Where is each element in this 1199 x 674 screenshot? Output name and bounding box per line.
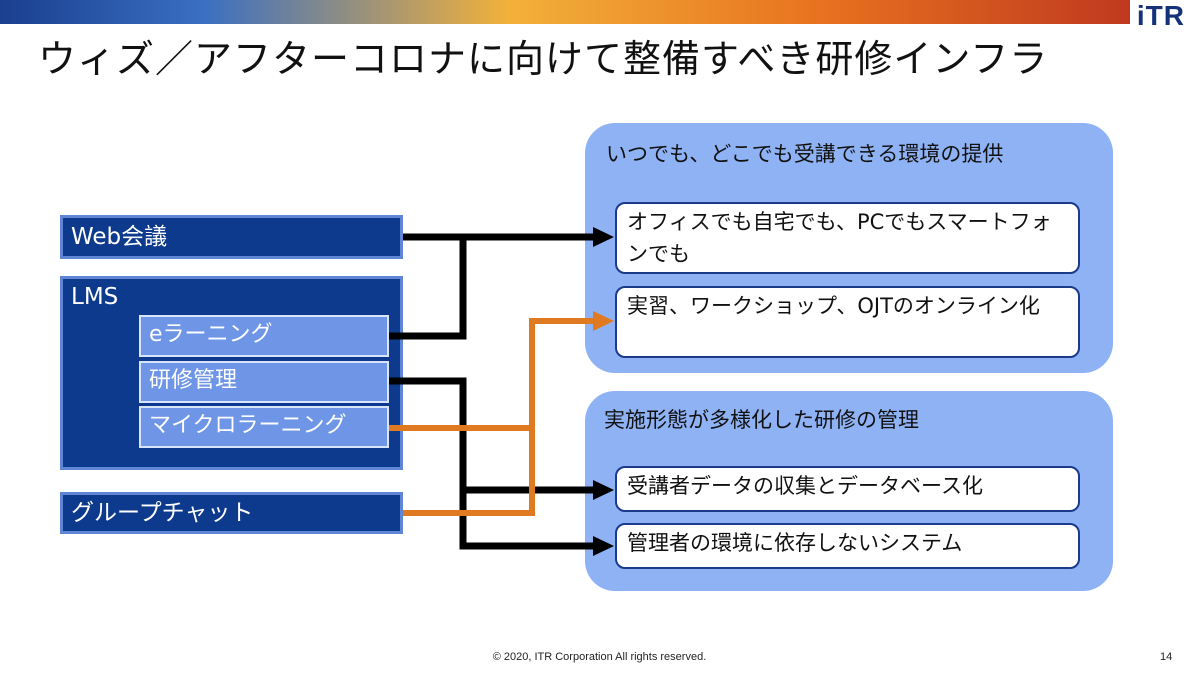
panel1-item-office-home: オフィスでも自宅でも、PCでもスマートフォンでも xyxy=(615,202,1080,274)
lms-item-elearning: eラーニング xyxy=(139,315,389,357)
lms-label: LMS xyxy=(71,284,119,310)
arrowhead-independent-system xyxy=(593,536,614,556)
itr-logo: iTR xyxy=(1136,0,1185,31)
arrowhead-data-collection xyxy=(593,480,614,500)
footer-copyright: © 2020, ITR Corporation All rights reser… xyxy=(492,651,707,663)
lms-item-training-management: 研修管理 xyxy=(139,361,389,403)
page-number: 14 xyxy=(1160,651,1173,663)
panel1-item-online-training: 実習、ワークショップ、OJTのオンライン化 xyxy=(615,286,1080,358)
web-conference-label: Web会議 xyxy=(71,224,168,250)
slide-title: ウィズ／アフターコロナに向けて整備すべき研修インフラ xyxy=(38,37,1049,81)
panel-training-management-title: 実施形態が多様化した研修の管理 xyxy=(604,408,919,432)
panel1-item-label: オフィスでも自宅でも、PCでもスマートフォンでも xyxy=(627,210,1052,266)
lms-item-label: マイクロラーニング xyxy=(149,413,347,438)
panel1-item-label: 実習、ワークショップ、OJTのオンライン化 xyxy=(627,294,1040,318)
group-chat-label: グループチャット xyxy=(71,500,254,526)
group-chat-box: グループチャット xyxy=(60,492,403,534)
panel2-item-label: 管理者の環境に依存しないシステム xyxy=(627,531,963,555)
panel2-item-label: 受講者データの収集とデータベース化 xyxy=(627,474,983,498)
panel-anytime-anywhere-title: いつでも、どこでも受講できる環境の提供 xyxy=(606,142,1004,166)
arrowhead-online xyxy=(593,311,614,331)
lms-item-label: 研修管理 xyxy=(149,368,238,393)
arrow-training-mgmt-to-panel2 xyxy=(389,377,596,550)
lms-item-label: eラーニング xyxy=(149,322,273,347)
arrow-microlearning-to-online xyxy=(389,318,596,431)
arrowhead-web xyxy=(593,227,614,247)
web-conference-box: Web会議 xyxy=(60,215,403,259)
arrow-groupchat-to-online xyxy=(403,428,535,516)
panel2-item-independent-system: 管理者の環境に依存しないシステム xyxy=(615,523,1080,569)
lms-item-microlearning: マイクロラーニング xyxy=(139,406,389,448)
panel2-item-data-collection: 受講者データの収集とデータベース化 xyxy=(615,466,1080,512)
arrow-elearning-to-anytime xyxy=(389,237,467,340)
header-gradient-bar xyxy=(0,0,1130,24)
